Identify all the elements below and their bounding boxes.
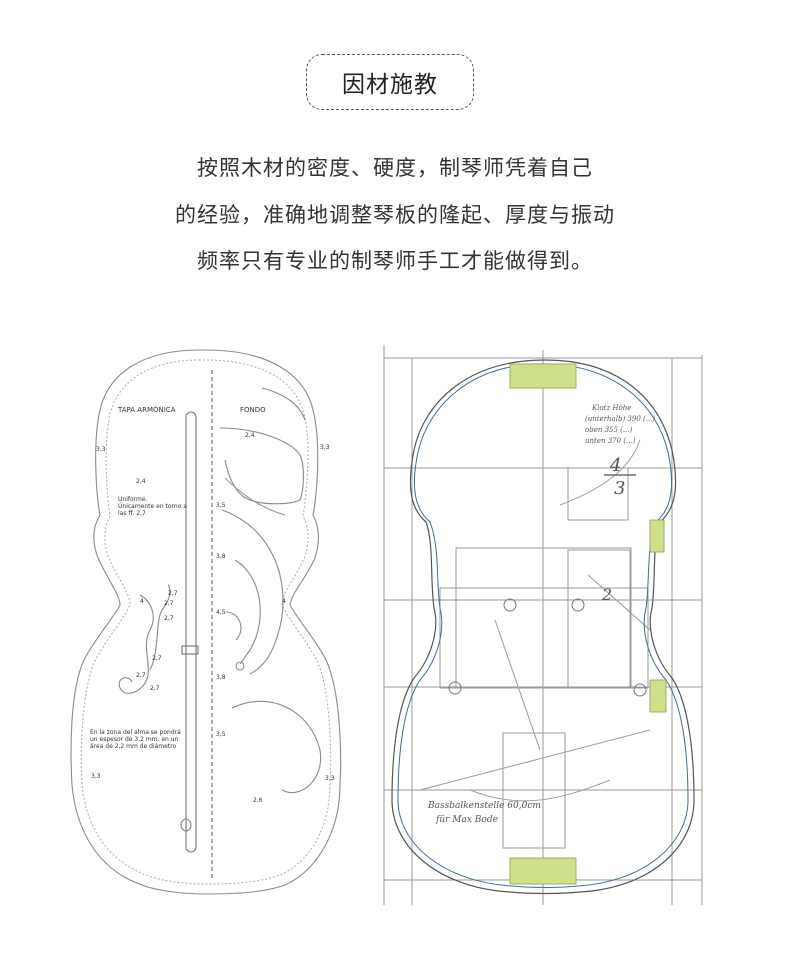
description-line-2: 的经验，准确地调整琴板的隆起、厚度与振动 bbox=[175, 203, 615, 227]
thickness-plan-labels: TAPA ARMÓNICA FONDO 3,3 3,3 2,4 2,4 Unif… bbox=[90, 405, 335, 804]
svg-text:2,7: 2,7 bbox=[150, 685, 160, 692]
description-line-1: 按照木材的密度、硬度，制琴师凭着自己 bbox=[197, 156, 593, 180]
svg-text:3,3: 3,3 bbox=[320, 444, 330, 451]
fraction-denominator: 3 bbox=[614, 478, 625, 499]
svg-text:3,5: 3,5 bbox=[216, 731, 226, 738]
svg-text:En la zona del alma se pondrá: En la zona del alma se pondrá bbox=[90, 729, 181, 736]
svg-text:4,5: 4,5 bbox=[216, 609, 226, 616]
svg-text:3,3: 3,3 bbox=[96, 446, 106, 453]
svg-text:Uniforme.: Uniforme. bbox=[118, 496, 148, 503]
fraction-numerator: 4 bbox=[609, 455, 621, 476]
bass-bar-note-line-2: für Max Bode bbox=[435, 815, 498, 825]
svg-text:2,6: 2,6 bbox=[253, 797, 263, 804]
svg-text:Únicamente en torno a: Únicamente en torno a bbox=[118, 503, 187, 510]
svg-text:4: 4 bbox=[282, 598, 286, 605]
svg-text:2,4: 2,4 bbox=[245, 432, 255, 439]
svg-text:unten 370 (...): unten 370 (...) bbox=[585, 437, 636, 445]
svg-text:un espesor de 3,2 mm. en un: un espesor de 3,2 mm. en un bbox=[90, 736, 179, 743]
svg-text:2,7: 2,7 bbox=[152, 655, 162, 662]
svg-text:2,4: 2,4 bbox=[136, 478, 146, 485]
svg-text:Klotz Höhe: Klotz Höhe bbox=[591, 404, 631, 412]
back-plate-label: FONDO bbox=[240, 406, 266, 414]
svg-text:2,7: 2,7 bbox=[164, 600, 174, 607]
svg-text:2,7: 2,7 bbox=[168, 590, 178, 597]
svg-text:3,3: 3,3 bbox=[91, 773, 101, 780]
section-title: 因材施教 bbox=[306, 54, 474, 110]
top-plate-label: TAPA ARMÓNICA bbox=[117, 405, 176, 414]
center-value: 2 bbox=[601, 585, 612, 604]
svg-text:(unterhalb) 390 (...): (unterhalb) 390 (...) bbox=[585, 415, 655, 423]
svg-text:área de 2,2 mm de diámetro: área de 2,2 mm de diámetro bbox=[90, 743, 177, 750]
violin-plans-illustration: TAPA ARMÓNICA FONDO 3,3 3,3 2,4 2,4 Unif… bbox=[70, 345, 703, 905]
svg-text:2,7: 2,7 bbox=[136, 672, 146, 679]
thickness-plan-drawing bbox=[70, 349, 342, 895]
svg-text:oben 355 (...): oben 355 (...) bbox=[585, 426, 633, 434]
svg-text:4: 4 bbox=[140, 598, 144, 605]
svg-text:3,3: 3,3 bbox=[325, 775, 335, 782]
svg-text:3,5: 3,5 bbox=[216, 502, 226, 509]
svg-text:3,8: 3,8 bbox=[216, 674, 226, 681]
svg-text:3,8: 3,8 bbox=[216, 553, 226, 560]
description-line-3: 频率只有专业的制琴师手工才能做得到。 bbox=[197, 249, 593, 273]
bass-bar-note-line-1: Bassbalkenstelle 60,0cm bbox=[427, 801, 541, 811]
svg-text:2,7: 2,7 bbox=[164, 615, 174, 622]
outline-plan-annotations: Klotz Höhe (unterhalb) 390 (...) oben 35… bbox=[427, 404, 655, 825]
outline-plan-drawing bbox=[383, 345, 703, 905]
svg-text:las ff. 2,7: las ff. 2,7 bbox=[118, 510, 146, 517]
